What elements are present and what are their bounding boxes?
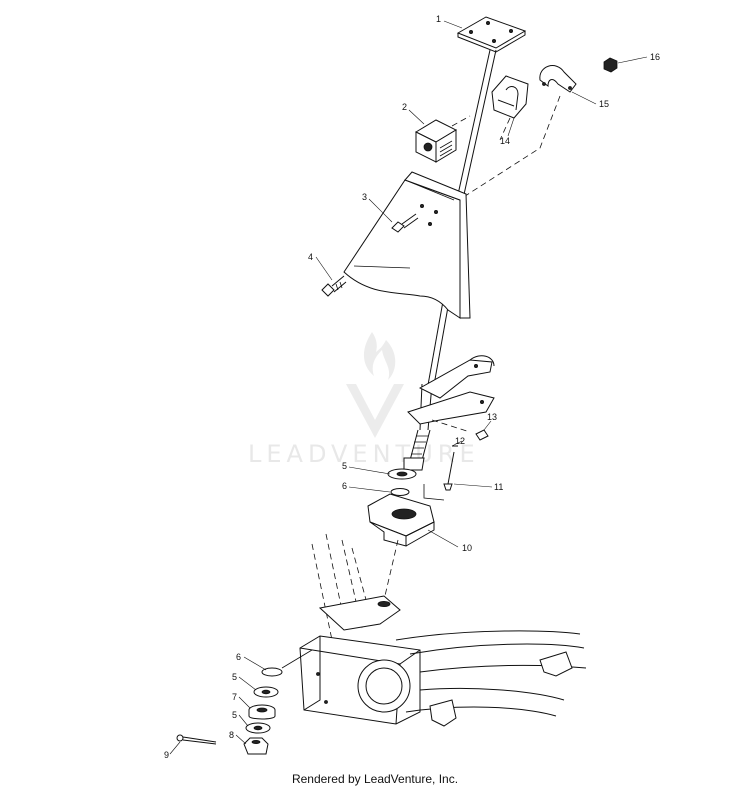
- label-5-lower-a: 5: [232, 672, 237, 682]
- part-1-top-plate: [456, 16, 527, 53]
- footer-credit: Rendered by LeadVenture, Inc.: [291, 772, 459, 786]
- guide-line-15: [461, 95, 561, 199]
- label-6-lower: 6: [236, 652, 241, 662]
- label-6-upper: 6: [342, 481, 347, 491]
- label-7: 7: [232, 692, 237, 702]
- part-labels: 1 2 3 4 5 6 10 11 12 13 14 15 16 6 5 7 5…: [164, 14, 660, 760]
- part-2-bushing: [414, 119, 458, 163]
- guide-line-2: [451, 115, 471, 127]
- label-16: 16: [650, 52, 660, 62]
- part-5-lower-washer-b: [245, 722, 271, 734]
- part-16-nut: [603, 57, 618, 73]
- part-7-bearing: [248, 704, 276, 720]
- part-9-cotter-pin: [176, 734, 217, 745]
- watermark-text: LEADVENTURE: [248, 440, 480, 468]
- shaft-splined-end: [403, 429, 431, 471]
- part-4-bolt: [321, 275, 347, 297]
- part-11-screw: [443, 451, 455, 491]
- watermark: LEADVENTURE: [248, 332, 480, 468]
- watermark-v-icon: [346, 384, 404, 438]
- part-6-upper-ring: [390, 488, 410, 496]
- label-10: 10: [462, 543, 472, 553]
- guide-line-lower-1: [383, 539, 399, 601]
- label-12: 12: [455, 436, 465, 446]
- label-8: 8: [229, 730, 234, 740]
- column-shroud: [343, 171, 471, 319]
- label-3: 3: [362, 192, 367, 202]
- label-11: 11: [494, 482, 503, 492]
- part-5-lower-washer-a: [253, 686, 279, 698]
- label-2: 2: [402, 102, 407, 112]
- part-6-lower-ring: [261, 667, 283, 677]
- axle-frame: [395, 630, 587, 727]
- part-10-pivot-housing: [367, 493, 435, 547]
- label-9: 9: [164, 750, 169, 760]
- guide-line-lower-2: [311, 543, 333, 641]
- label-5-lower-b: 5: [232, 710, 237, 720]
- part-3-bolt: [391, 213, 419, 233]
- label-4: 4: [308, 252, 313, 262]
- part-8-castle-nut: [243, 737, 269, 755]
- label-15: 15: [599, 99, 609, 109]
- frame-mount: [299, 595, 421, 725]
- part-15-clamp: [539, 65, 577, 93]
- label-14: 14: [500, 136, 510, 146]
- guide-line-6-lower: [281, 649, 313, 669]
- leader-lines: [169, 20, 648, 755]
- label-1: 1: [436, 14, 441, 24]
- label-5-upper: 5: [342, 461, 347, 471]
- part-14-split-bushing: [491, 75, 529, 119]
- guide-line-11: [423, 484, 445, 501]
- part-13-clip: [475, 429, 489, 441]
- watermark-flame-icon: [363, 332, 396, 380]
- lower-bracket: [407, 355, 495, 425]
- guide-line-13: [431, 419, 471, 433]
- label-13: 13: [487, 412, 497, 422]
- part-5-upper-washer: [387, 468, 417, 480]
- guide-line-14: [499, 117, 511, 141]
